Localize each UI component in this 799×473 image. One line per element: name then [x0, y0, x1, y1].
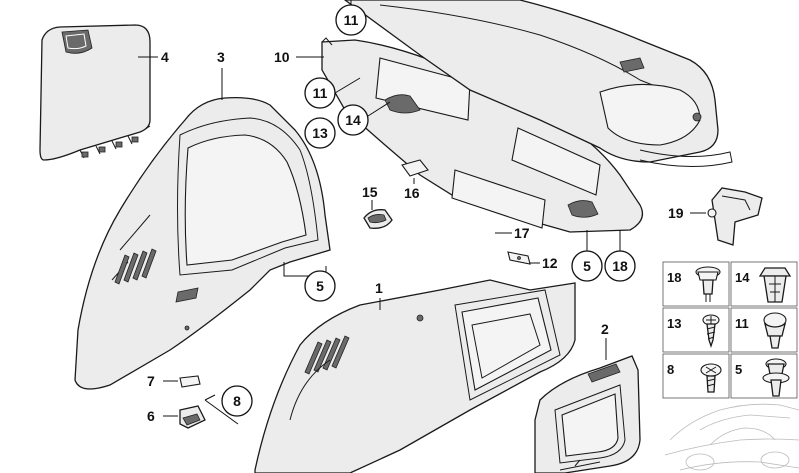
push-rivet-icon — [695, 266, 721, 302]
fastener-grid: 18 14 13 11 8 5 — [662, 261, 798, 399]
leader-11b — [334, 77, 361, 94]
callout-18: 18 — [612, 258, 628, 274]
callout-15: 15 — [362, 184, 378, 200]
fastener-label-5: 5 — [735, 362, 742, 377]
screw-icon — [702, 314, 720, 349]
part-1-trunk-side-panel — [254, 279, 576, 473]
flat-screw-icon — [700, 363, 722, 393]
fastener-cell-8 — [662, 353, 730, 399]
rivet-clip-icon — [763, 312, 787, 349]
leader-14 — [367, 101, 391, 117]
callout-circle-11-top — [335, 4, 367, 36]
fastener-label-18: 18 — [667, 270, 681, 285]
part-12-plug — [507, 251, 531, 265]
callout-5-lower: 5 — [583, 258, 591, 274]
callout-10: 10 — [274, 49, 290, 65]
fastener-label-8: 8 — [667, 362, 674, 377]
callout-5-upper: 5 — [316, 278, 324, 294]
callout-6: 6 — [147, 408, 155, 424]
part-10-parcel-shelf-trim — [321, 37, 644, 233]
callout-16: 16 — [404, 185, 420, 201]
part-11-upper-shelf — [343, 0, 733, 167]
callout-circle-18 — [604, 250, 636, 282]
part-3-left-side-trim — [74, 97, 331, 390]
leader-8 — [204, 394, 239, 425]
callout-2: 2 — [601, 321, 609, 337]
callout-17: 17 — [514, 225, 530, 241]
callout-circle-13 — [304, 117, 336, 149]
part-2-corner-frame — [534, 355, 641, 473]
callout-3: 3 — [217, 49, 225, 65]
push-clip-icon — [762, 358, 790, 397]
part-6-clip — [179, 405, 206, 429]
callout-14: 14 — [345, 112, 361, 128]
part-16-clip — [401, 159, 429, 177]
callout-circle-5-upper — [304, 270, 336, 302]
callout-circle-14 — [337, 104, 369, 136]
callout-8: 8 — [233, 393, 241, 409]
fastener-label-11: 11 — [735, 316, 749, 331]
callout-19: 19 — [668, 205, 684, 221]
callout-11-top: 11 — [344, 12, 359, 28]
fastener-cell-11 — [730, 307, 798, 353]
fastener-label-13: 13 — [667, 316, 681, 331]
part-7-clip — [179, 375, 201, 388]
callout-4: 4 — [161, 49, 169, 65]
fastener-label-14: 14 — [735, 270, 750, 285]
fastener-cell-13 — [662, 307, 730, 353]
part-4-cover-panel — [39, 24, 151, 161]
part-1-vent-grille — [304, 335, 350, 375]
part-19-bracket — [707, 187, 763, 246]
vehicle-outline-icon — [664, 403, 799, 471]
callout-11-shelf: 11 — [313, 85, 328, 101]
part-3-vent-grille — [114, 248, 157, 285]
callout-1: 1 — [375, 280, 383, 296]
callout-circle-5-lower — [571, 250, 603, 282]
callout-7: 7 — [147, 373, 155, 389]
leader-5-upper — [283, 262, 327, 277]
callout-13: 13 — [312, 125, 328, 141]
part-15-cap — [363, 209, 393, 229]
callout-circle-11-shelf — [304, 77, 336, 109]
callout-12: 12 — [542, 255, 558, 271]
callout-circle-8 — [221, 385, 253, 417]
expanding-clip-icon — [758, 267, 792, 303]
